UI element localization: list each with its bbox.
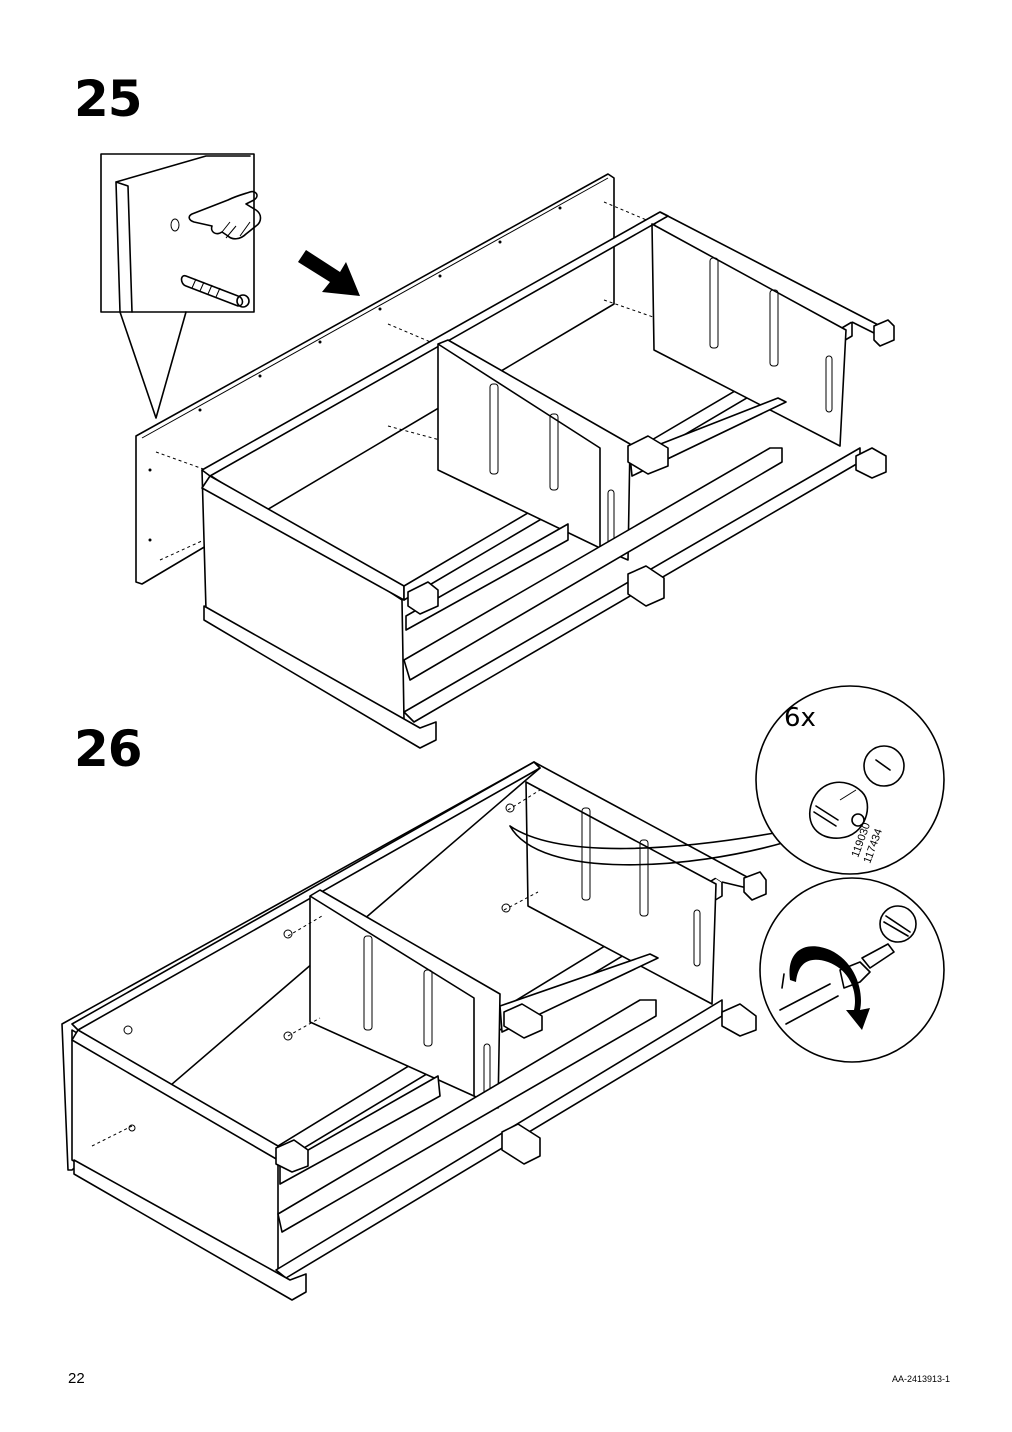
document-code: AA-2413913-1 (891, 1374, 950, 1384)
rotate-arrow-icon (789, 946, 870, 1030)
screwdriver-turn-callout (759, 877, 945, 1063)
step-number-25: 25 (74, 70, 143, 128)
pointing-hand-icon (188, 190, 262, 240)
cam-slot-icon (879, 905, 917, 943)
direction-arrow-icon (298, 250, 360, 296)
step-number-26: 26 (74, 720, 143, 778)
cam-lock-detail-callout: 6x 119030 117434 (755, 685, 945, 875)
cam-lock-icon (808, 745, 905, 839)
step-26-illustration: 6x 119030 117434 (61, 685, 945, 1301)
dowel-detail-inset (100, 153, 262, 419)
screwdriver-icon (779, 943, 895, 1025)
cabinet-assembled (61, 761, 767, 1301)
quantity-label: 6x (784, 703, 816, 733)
wooden-dowel-icon (180, 274, 250, 308)
step-25-illustration (100, 153, 895, 749)
page-number: 22 (68, 1370, 85, 1387)
cabinet-frame (201, 211, 895, 749)
